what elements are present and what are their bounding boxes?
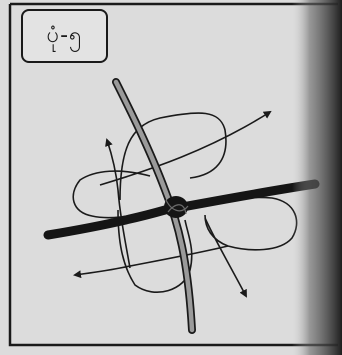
knot-center — [164, 196, 188, 218]
figure-label-box: ပုံ-၅ — [21, 9, 108, 63]
scan-edge-shadow — [292, 0, 342, 355]
figure-label: ပုံ-၅ — [47, 25, 83, 47]
